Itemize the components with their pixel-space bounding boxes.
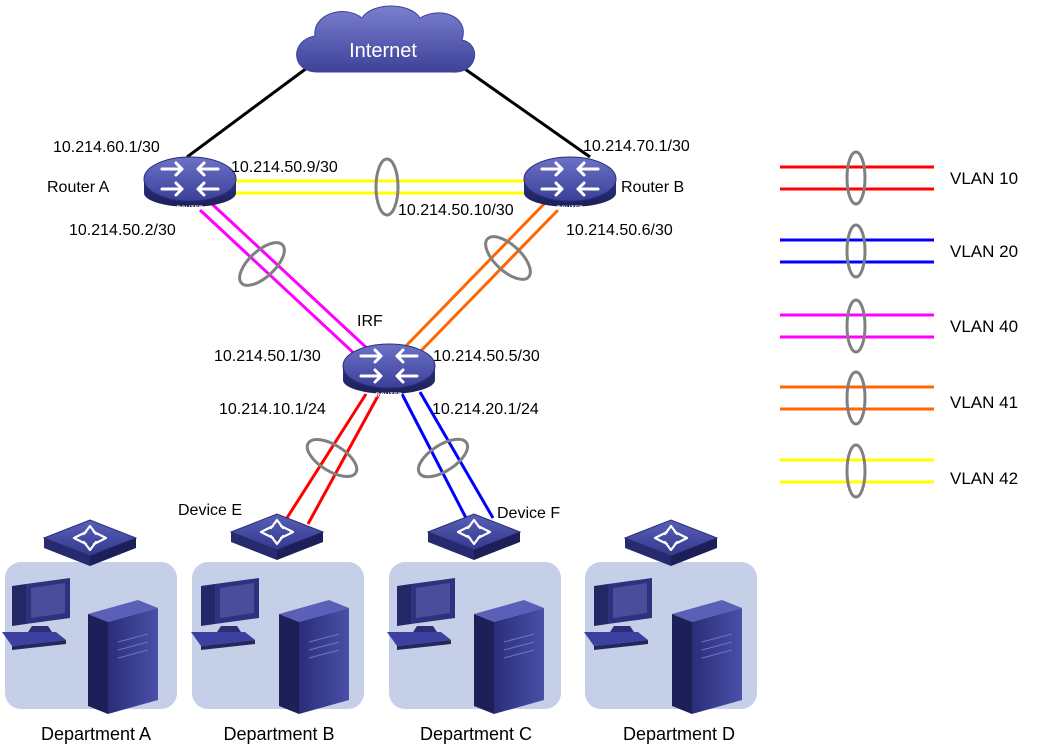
department-d-label: Department D xyxy=(623,724,735,744)
router-b[interactable]: ROUTER xyxy=(522,155,618,212)
legend-label: VLAN 41 xyxy=(950,393,1018,412)
department-c-panel xyxy=(387,562,561,715)
link-vlan20-irf-device-f xyxy=(400,391,495,519)
server-icon[interactable] xyxy=(87,599,159,715)
ip-label-ra-to-rb: 10.214.50.9/30 xyxy=(231,159,338,176)
legend-label: VLAN 20 xyxy=(950,242,1018,261)
department-b-label: Department B xyxy=(223,724,334,744)
router-b-label: Router B xyxy=(621,179,684,196)
device-e-label: Device E xyxy=(178,502,242,519)
ip-label-ra-internet: 10.214.60.1/30 xyxy=(53,139,160,156)
legend-label: VLAN 10 xyxy=(950,169,1018,188)
legend-item-vlan-40: VLAN 40 xyxy=(780,298,1018,354)
department-b-panel xyxy=(191,562,364,715)
router-a-badge: ROUTER xyxy=(176,206,203,212)
department-d-panel xyxy=(584,562,757,715)
ip-label-rb-to-irf: 10.214.50.6/30 xyxy=(566,222,673,239)
device-f-label: Device F xyxy=(497,505,560,522)
ip-label-rb-to-ra: 10.214.50.10/30 xyxy=(398,202,514,219)
link-internet-router-b xyxy=(454,60,591,159)
router-a-label: Router A xyxy=(47,179,110,196)
link-vlan40-router-a-irf xyxy=(198,202,372,359)
ip-label-ra-to-irf: 10.214.50.2/30 xyxy=(69,222,176,239)
legend-label: VLAN 40 xyxy=(950,317,1018,336)
irf-router[interactable]: ROUTER xyxy=(341,342,437,399)
aggregation-ellipse-b-irf xyxy=(484,235,532,281)
pc-icon[interactable] xyxy=(2,578,70,650)
legend: VLAN 10 VLAN 20 VLAN 40 VLAN 41 VLAN 42 xyxy=(780,150,1018,499)
server-icon[interactable] xyxy=(671,599,743,715)
department-c-label: Department C xyxy=(420,724,532,744)
router-a[interactable]: ROUTER xyxy=(142,155,238,212)
server-icon[interactable] xyxy=(473,599,545,715)
server-icon[interactable] xyxy=(278,599,350,715)
internet-cloud: Internet xyxy=(296,5,476,73)
switch-icon-department-d[interactable] xyxy=(623,518,719,568)
legend-item-vlan-42: VLAN 42 xyxy=(780,443,1018,499)
aggregation-ellipse-a-b xyxy=(374,157,400,217)
ip-label-irf-to-rb: 10.214.50.5/30 xyxy=(433,348,540,365)
pc-icon[interactable] xyxy=(584,578,652,650)
pc-icon[interactable] xyxy=(387,578,455,650)
ip-label-irf-vlan10: 10.214.10.1/24 xyxy=(219,401,326,418)
ip-label-irf-vlan20: 10.214.20.1/24 xyxy=(432,401,539,418)
pc-icon[interactable] xyxy=(191,578,259,650)
aggregation-ellipse-irf-f xyxy=(416,437,470,479)
internet-label: Internet xyxy=(349,40,417,62)
department-a-label: Department A xyxy=(41,724,151,744)
ip-label-irf-to-ra: 10.214.50.1/30 xyxy=(214,348,321,365)
irf-badge: ROUTER xyxy=(375,393,402,399)
ip-label-rb-internet: 10.214.70.1/30 xyxy=(583,138,690,155)
link-vlan41-router-b-irf xyxy=(400,201,560,359)
router-b-badge: ROUTER xyxy=(556,206,583,212)
aggregation-ellipse-a-irf xyxy=(238,241,286,287)
switch-icon-department-a[interactable] xyxy=(42,518,138,568)
irf-label: IRF xyxy=(357,313,383,330)
link-vlan42-router-a-router-b xyxy=(230,179,530,195)
link-vlan10-irf-device-e xyxy=(283,393,381,525)
legend-label: VLAN 42 xyxy=(950,469,1018,488)
department-a-panel xyxy=(2,562,177,715)
legend-item-vlan-20: VLAN 20 xyxy=(780,223,1018,279)
legend-item-vlan-10: VLAN 10 xyxy=(780,150,1018,206)
link-internet-router-a xyxy=(186,60,316,159)
legend-item-vlan-41: VLAN 41 xyxy=(780,370,1018,426)
aggregation-ellipse-irf-e xyxy=(305,438,359,478)
